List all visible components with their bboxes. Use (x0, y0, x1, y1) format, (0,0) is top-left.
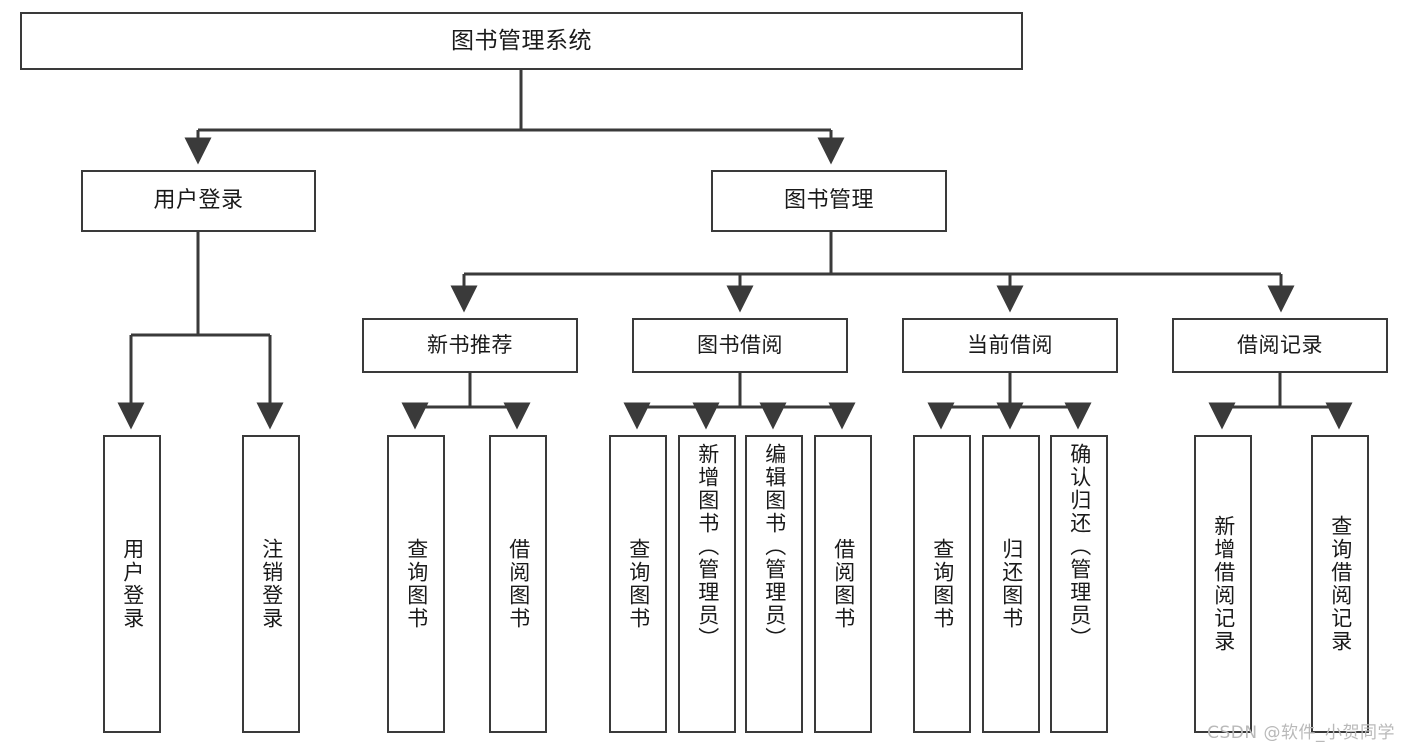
node-label: 查询图书 (404, 538, 429, 630)
node-book-borrow[interactable]: 图书借阅 (632, 318, 848, 373)
node-label: 查询借阅记录 (1328, 515, 1353, 653)
node-user-login[interactable]: 用户登录 (81, 170, 316, 232)
node-label: 图书管理系统 (451, 27, 592, 54)
node-label: 新书推荐 (427, 333, 513, 358)
leaf-query-book-recommend[interactable]: 查询图书 (387, 435, 445, 733)
node-label: 编辑图书（管理员） (762, 443, 787, 650)
leaf-user-login[interactable]: 用户登录 (103, 435, 161, 733)
node-label: 查询图书 (626, 538, 651, 630)
leaf-logout[interactable]: 注销登录 (242, 435, 300, 733)
leaf-borrow-book[interactable]: 借阅图书 (814, 435, 872, 733)
node-label: 注销登录 (259, 538, 284, 630)
node-label: 借阅图书 (831, 538, 856, 630)
leaf-edit-book-admin[interactable]: 编辑图书（管理员） (745, 435, 803, 733)
leaf-confirm-return-admin[interactable]: 确认归还（管理员） (1050, 435, 1108, 733)
node-label: 当前借阅 (967, 333, 1053, 358)
node-borrow-record[interactable]: 借阅记录 (1172, 318, 1388, 373)
leaf-return-book[interactable]: 归还图书 (982, 435, 1040, 733)
node-root-system[interactable]: 图书管理系统 (20, 12, 1023, 70)
node-label: 借阅图书 (506, 538, 531, 630)
node-book-management[interactable]: 图书管理 (711, 170, 947, 232)
node-label: 图书借阅 (697, 333, 783, 358)
node-label: 新增图书（管理员） (695, 443, 720, 650)
leaf-borrow-book-recommend[interactable]: 借阅图书 (489, 435, 547, 733)
node-new-book-recommend[interactable]: 新书推荐 (362, 318, 578, 373)
node-label: 用户登录 (120, 538, 145, 630)
leaf-add-book-admin[interactable]: 新增图书（管理员） (678, 435, 736, 733)
leaf-query-book-current[interactable]: 查询图书 (913, 435, 971, 733)
leaf-query-borrow-record[interactable]: 查询借阅记录 (1311, 435, 1369, 733)
node-label: 新增借阅记录 (1211, 515, 1236, 653)
node-current-borrow[interactable]: 当前借阅 (902, 318, 1118, 373)
node-label: 用户登录 (153, 188, 244, 214)
csdn-watermark: CSDN @软件_小贺同学 (1207, 723, 1395, 743)
leaf-query-book-borrow[interactable]: 查询图书 (609, 435, 667, 733)
leaf-add-borrow-record[interactable]: 新增借阅记录 (1194, 435, 1252, 733)
node-label: 归还图书 (999, 538, 1024, 630)
node-label: 确认归还（管理员） (1067, 443, 1092, 650)
node-label: 图书管理 (783, 188, 874, 214)
node-label: 借阅记录 (1237, 333, 1323, 358)
node-label: 查询图书 (930, 538, 955, 630)
